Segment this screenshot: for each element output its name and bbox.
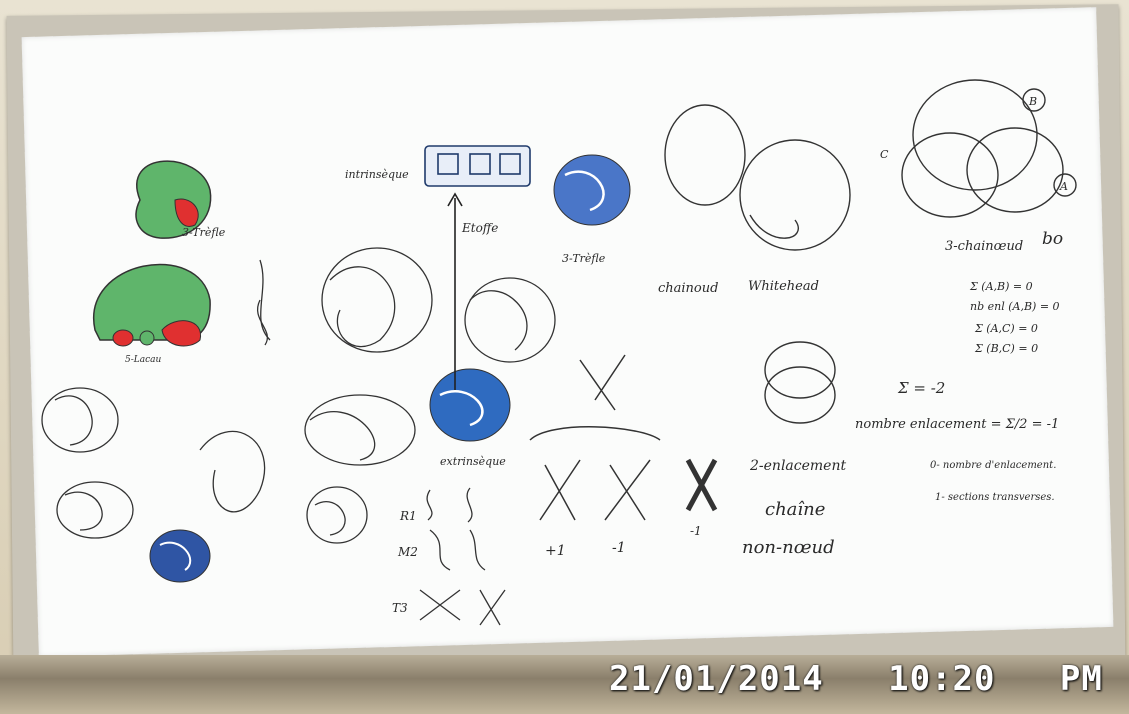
three-chain-drawing: [902, 80, 1076, 217]
trefoil-blue-drawing: [554, 155, 630, 225]
lacau-colored-drawing: [94, 264, 210, 346]
non-noeud-label: non-nœud: [742, 537, 835, 558]
sum-bc: Σ (B,C) = 0: [974, 342, 1038, 355]
intrinseque-label: intrinsèque: [345, 168, 409, 181]
nombre-enlacement: nombre enlacement = Σ/2 = -1: [855, 417, 1059, 432]
nb-enl-ab: nb enl (A,B) = 0: [970, 300, 1060, 313]
chaine-label: chaîne: [765, 499, 825, 520]
reidemeister-2: M2: [397, 545, 418, 559]
label-a: A: [1059, 180, 1068, 193]
reidemeister-sketches: [420, 488, 505, 625]
note-zero: 0- nombre d'enlacement.: [930, 460, 1056, 471]
three-chainoeud-label: 3-chainœud: [945, 239, 1023, 254]
middle-knot-sketches: [305, 248, 555, 543]
note-one: 1- sections transverses.: [935, 492, 1055, 503]
crossing-minus-one: -1: [612, 540, 626, 556]
etoffe-diagram: [425, 146, 530, 390]
sum-ab: Σ (A,B) = 0: [969, 280, 1033, 293]
label-c: C: [880, 148, 889, 161]
bo-label: bo: [1042, 229, 1063, 249]
enlacement-label: 2-enlacement: [749, 458, 846, 474]
crossing-diagrams: [530, 355, 715, 520]
etoffe-label: Etoffe: [461, 221, 498, 235]
blue-knot-middle: [430, 369, 510, 441]
sum-ac: Σ (A,C) = 0: [974, 322, 1038, 335]
reidemeister-1: R1: [399, 509, 417, 523]
label-b: B: [1028, 95, 1037, 108]
trefoil-label-center: 3-Trèfle: [562, 252, 606, 265]
extrinseque-label: extrinsèque: [440, 455, 506, 468]
whitehead-label: Whitehead: [748, 279, 819, 294]
crossing-plus-one: +1: [545, 543, 566, 559]
trefoil-label-left: 3-Trèfle: [182, 226, 226, 239]
photo-timestamp: 21/01/2014 10:20 PM: [609, 659, 1103, 699]
whitehead-link-drawing: [665, 105, 850, 250]
sigma-total: Σ = -2: [897, 379, 945, 397]
reidemeister-3: T3: [392, 601, 408, 615]
crossing-minus-one-bold: -1: [690, 524, 702, 538]
chainoud-label: chainoud: [658, 281, 718, 296]
lacau-label: 5-Lacau: [125, 355, 162, 365]
blue-knot-small: [150, 530, 210, 582]
hopf-link-drawing: [765, 342, 835, 423]
